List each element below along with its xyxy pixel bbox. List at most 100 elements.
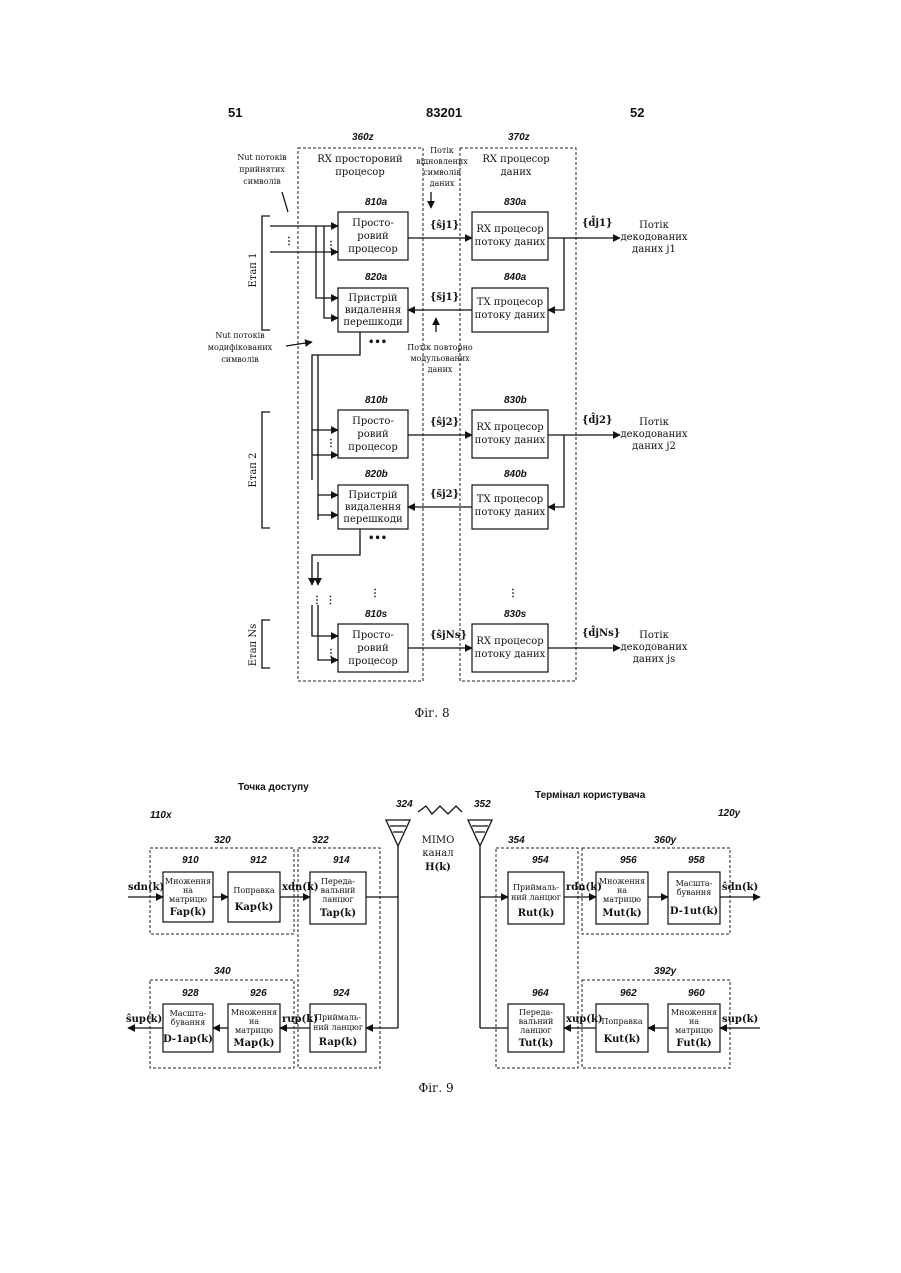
b958-l1: Масшта- [676, 879, 713, 888]
figure-9: Точка доступу Термінал користувача 110x … [126, 782, 760, 1095]
mimo-1: MIMO [422, 835, 455, 846]
b964-l3: ланцюг [520, 1026, 551, 1035]
ref-928: 928 [182, 988, 199, 999]
xdn-label: xdn(k) [282, 882, 319, 893]
mod-label-3: символів [221, 355, 259, 364]
b840b-l2: потоку даних [475, 507, 546, 518]
b962-l1: Поправка [601, 1017, 643, 1026]
ref-354: 354 [508, 835, 525, 846]
out2-l1: Потік [639, 417, 669, 428]
b910-l4: Fap(k) [170, 907, 206, 918]
ref-810a: 810a [365, 197, 388, 208]
out1-l2: декодованих [620, 232, 687, 243]
rx-spatial-title-2: процесор [335, 167, 384, 178]
b964-l1: Переда- [519, 1008, 553, 1017]
ref-352: 352 [474, 799, 491, 810]
outN-l1: Потік [639, 630, 669, 641]
ref-964: 964 [532, 988, 549, 999]
b926-l1: Множення [231, 1008, 277, 1017]
b958-l3: D-1ut(k) [670, 906, 718, 917]
rx-stream-processor-830b [472, 410, 548, 458]
ref-120y: 120y [718, 808, 741, 819]
b956-l2: на [617, 886, 627, 895]
b910-l2: на [183, 886, 193, 895]
ref-322: 322 [312, 835, 329, 846]
b820a-l1: Пристрій [348, 293, 398, 304]
sup-label: sup(k) [722, 1014, 758, 1025]
dots-g: ⋮ [508, 588, 518, 599]
ref-830s: 830s [504, 609, 527, 620]
dots-d: ⋮ [326, 438, 336, 449]
dots-f: ⋮ [370, 588, 380, 599]
antenna-352 [468, 820, 492, 1028]
out1-l1: Потік [639, 220, 669, 231]
b928-l2: бування [171, 1018, 206, 1027]
ref-914: 914 [333, 855, 350, 866]
b914-l1: Переда- [321, 877, 355, 886]
ref-360z: 360z [352, 132, 374, 143]
stage-2-label: Етап 2 [248, 453, 259, 488]
b820b-l2: видалення [345, 502, 401, 513]
mod-label-2: модифікованих [208, 343, 273, 352]
dots-h: ⋮ ⋮ [312, 595, 335, 606]
ref-912: 912 [250, 855, 267, 866]
sdn-hat-label: ŝdn(k) [722, 882, 758, 893]
recovered-stream-4: даних [430, 179, 455, 188]
ref-954: 954 [532, 855, 549, 866]
symbol-s-tilde-1: {s̃j1} [430, 292, 459, 303]
rx-stream-processor-830s [472, 624, 548, 672]
outN-l2: декодованих [620, 642, 687, 653]
remod-1: Потік повторно [407, 343, 473, 352]
ref-910: 910 [182, 855, 199, 866]
b960-l3: матрицю [675, 1026, 713, 1035]
mimo-2: канал [422, 848, 453, 859]
mod-label-1: Nut потоків [215, 331, 265, 340]
b810b-l2: ровий [357, 429, 389, 440]
b954-l2: ний ланцюг [511, 893, 561, 902]
out1-l3: даних j1 [632, 244, 676, 255]
rx-data-title-1: RX процесор [482, 154, 549, 165]
b830b-l2: потоку даних [475, 435, 546, 446]
b840a-l2: потоку даних [475, 310, 546, 321]
ref-820a: 820a [365, 272, 388, 283]
dots-a: ⋮ [284, 236, 294, 247]
b840b-l1: TX процесор [477, 494, 543, 505]
b964-l4: Tut(k) [519, 1038, 554, 1049]
b924-l2: ний ланцюг [313, 1023, 363, 1032]
b810s-l1: Просто- [352, 630, 394, 641]
b820a-l3: перешкоди [343, 317, 403, 328]
b924-l3: Rap(k) [319, 1037, 357, 1048]
b924-l1: Приймаль- [315, 1013, 361, 1022]
correction-912 [228, 872, 280, 922]
symbol-s-hat-2: {ŝj2} [430, 417, 459, 428]
dots-b: ⋮ [326, 240, 336, 251]
ref-370z: 370z [508, 132, 530, 143]
input-label-3: символів [243, 177, 281, 186]
figure-9-caption: Фіг. 9 [418, 1081, 453, 1095]
b810s-l2: ровий [357, 643, 389, 654]
b960-l4: Fut(k) [676, 1038, 711, 1049]
symbol-d-hat-1: {d̂j1} [582, 216, 612, 229]
recovered-stream-2: відновлених [416, 157, 468, 166]
b830b-l1: RX процесор [476, 422, 543, 433]
ref-392y: 392y [654, 966, 677, 977]
dots-c: ••• [368, 337, 387, 348]
b954-l1: Приймаль- [513, 883, 559, 892]
b810a-l3: процесор [348, 244, 397, 255]
rx-data-title-2: даних [500, 167, 531, 178]
b830s-l1: RX процесор [476, 636, 543, 647]
ref-320: 320 [214, 835, 231, 846]
b810b-l3: процесор [348, 442, 397, 453]
dots-i: ⋮ [326, 648, 336, 659]
input-label-1: Nut потоків [237, 153, 287, 162]
ref-958: 958 [688, 855, 705, 866]
user-terminal-title: Термінал користувача [535, 790, 646, 801]
b830a-l2: потоку даних [475, 237, 546, 248]
ref-340: 340 [214, 966, 231, 977]
stage-1-label: Етап 1 [248, 253, 259, 288]
rup-label: rup(k) [282, 1014, 318, 1025]
b926-l4: Map(k) [234, 1038, 275, 1049]
ref-924: 924 [333, 988, 350, 999]
sdn-label: sdn(k) [128, 882, 164, 893]
